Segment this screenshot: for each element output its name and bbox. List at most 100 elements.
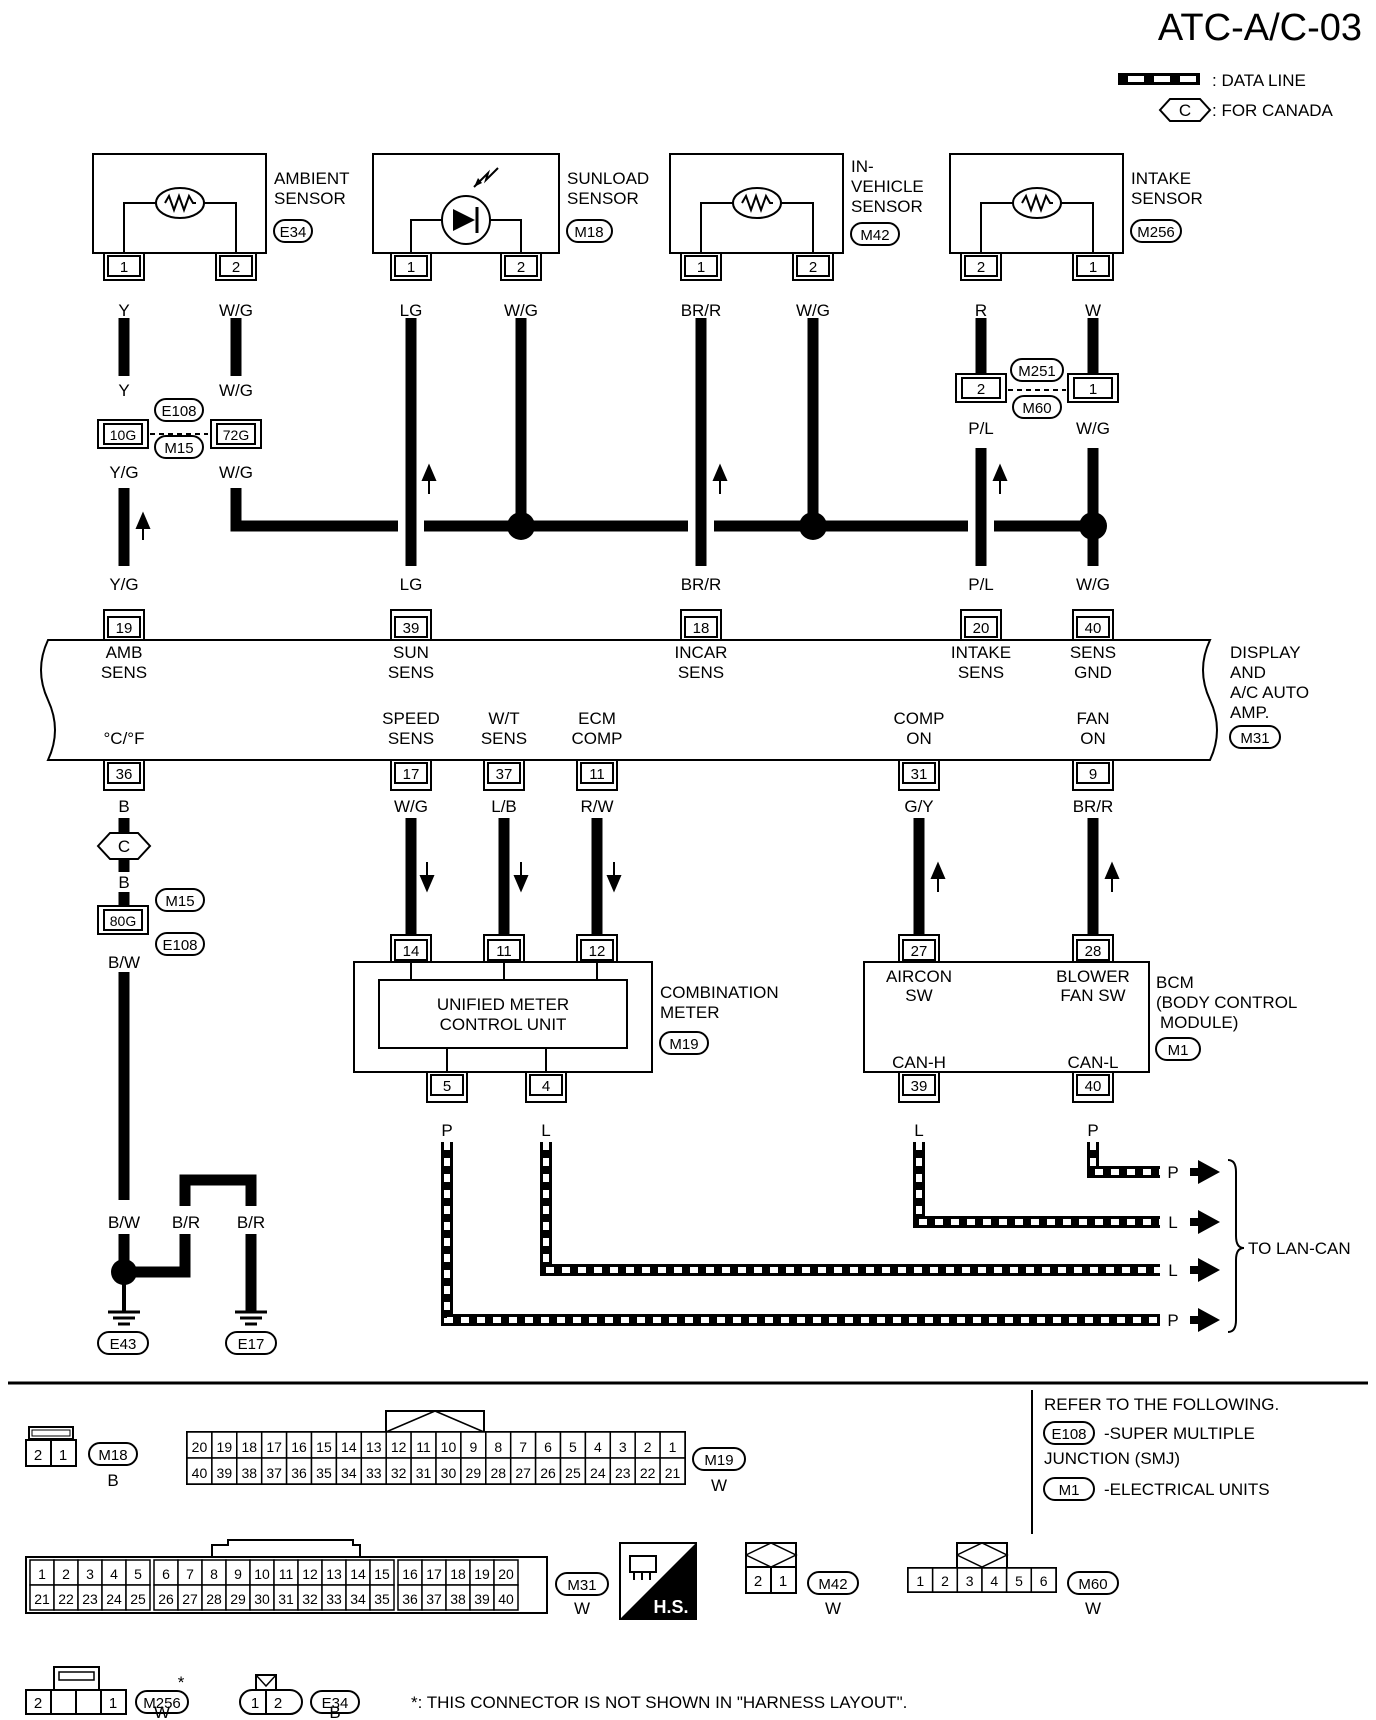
- canada-symbol-text: C: [118, 837, 130, 856]
- connector-cell: [659, 1431, 686, 1459]
- connector-label: M60: [1022, 400, 1051, 417]
- wire-color: R: [975, 301, 987, 320]
- connector-cell: [310, 1457, 338, 1485]
- bcm-pin-function: BLOWER: [1056, 967, 1130, 986]
- connector-color: W: [711, 1476, 727, 1495]
- pin-label: 40: [498, 1591, 514, 1607]
- amp-connector: M31: [1240, 730, 1269, 747]
- connector-cell: [385, 1431, 412, 1459]
- wire-color: R/W: [580, 797, 613, 816]
- pin-label: 1: [1089, 381, 1097, 398]
- pin-label: 37: [496, 766, 513, 783]
- amp-output-wires: [405, 818, 1099, 935]
- canada-symbol: [96, 832, 152, 860]
- pin-label: 2: [34, 1695, 42, 1712]
- connector-cell: [534, 1457, 562, 1485]
- connector-cell: [297, 1584, 323, 1611]
- pin-label: 6: [162, 1566, 170, 1582]
- intake-sensor-name: INTAKE: [1131, 169, 1191, 188]
- connector-color: W: [154, 1703, 170, 1720]
- wire-color: B/R: [172, 1213, 200, 1232]
- wire-color: BR/R: [1073, 797, 1114, 816]
- refer-m1-text: -ELECTRICAL UNITS: [1104, 1480, 1270, 1499]
- pin-label: 22: [640, 1465, 656, 1481]
- pin-label: 20: [192, 1439, 208, 1455]
- refer-title: REFER TO THE FOLLOWING.: [1044, 1395, 1279, 1414]
- pin-label: 36: [291, 1465, 307, 1481]
- connector-cell: [273, 1559, 299, 1586]
- connector-color: B: [107, 1471, 118, 1490]
- meter-inner-label: CONTROL UNIT: [440, 1015, 567, 1034]
- pin-label: 27: [515, 1465, 531, 1481]
- pin-label: 18: [693, 620, 710, 637]
- amp-name-4: AMP.: [1230, 703, 1269, 722]
- connector-color: W: [574, 1599, 590, 1618]
- connector-id: M60: [1078, 1576, 1107, 1593]
- pin-label: 19: [116, 620, 133, 637]
- pin-function: °C/°F: [104, 729, 145, 748]
- pin-label: 39: [911, 1078, 928, 1095]
- pin-label: 34: [341, 1465, 357, 1481]
- pin-label: 13: [326, 1566, 342, 1582]
- pin-label: 11: [279, 1566, 294, 1582]
- connector-color: W: [1085, 1599, 1101, 1618]
- connector-m42: 2 1 M42 W: [745, 1542, 859, 1618]
- meter-inner-label: UNIFIED METER: [437, 995, 569, 1014]
- m251-junction: 2 1 M251 M60 P/L W/G: [955, 358, 1119, 438]
- bcm-pin-function: SW: [905, 986, 932, 1005]
- intake-sensor: INTAKE SENSOR M256: [949, 153, 1203, 254]
- pin-label: 7: [186, 1566, 194, 1582]
- wire-color: BR/R: [681, 575, 722, 594]
- connector-cell: [956, 1567, 983, 1593]
- connector-cell: [53, 1559, 79, 1586]
- wire-color: W/G: [1076, 419, 1110, 438]
- pin-function: SENS: [388, 663, 434, 682]
- pin-label: 25: [130, 1591, 146, 1607]
- connector-cell: [410, 1431, 437, 1459]
- connector-cell: [211, 1431, 238, 1459]
- pin-label: 2: [977, 259, 985, 276]
- amp-label: DISPLAY AND A/C AUTO AMP. M31: [1229, 643, 1309, 749]
- pin-label: 21: [34, 1591, 50, 1607]
- connector-color: W: [825, 1599, 841, 1618]
- connector-label: M15: [165, 893, 194, 910]
- connector-cell: [260, 1457, 288, 1485]
- wire-color: L/B: [491, 797, 517, 816]
- invehicle-sensor-name: IN-: [851, 157, 874, 176]
- connector-cell: [485, 1457, 512, 1485]
- pin-label: 34: [350, 1591, 366, 1607]
- bcm-name: (BODY CONTROL: [1156, 993, 1297, 1012]
- can-data-lines: [441, 1142, 1180, 1326]
- pin-function: ON: [1080, 729, 1106, 748]
- pin-label: 35: [316, 1465, 332, 1481]
- pin-label: 1: [407, 259, 415, 276]
- connector-cell: [321, 1559, 347, 1586]
- wire-color: L: [914, 1121, 923, 1140]
- connector-label: E108: [162, 937, 197, 954]
- pin-label: 38: [450, 1591, 466, 1607]
- connector-cell: [469, 1584, 495, 1611]
- connector-id: M42: [818, 1576, 847, 1593]
- pin-label: 40: [1085, 620, 1102, 637]
- pin-label: 4: [594, 1439, 602, 1455]
- connector-label: M15: [164, 440, 193, 457]
- sensor-pins: [103, 254, 1114, 281]
- pin-label: 40: [192, 1465, 208, 1481]
- connector-cell: [445, 1584, 471, 1611]
- pin-label: 6: [1040, 1573, 1048, 1589]
- bcm-pin-function: FAN SW: [1060, 986, 1125, 1005]
- smj-junction: Y W/G 10G 72G E108 M15 Y/G W/G: [97, 376, 262, 482]
- pin-label: 28: [206, 1591, 222, 1607]
- wire-crossings: [405, 505, 987, 545]
- wire-color: B/W: [108, 1213, 140, 1232]
- pin-label: 1: [38, 1566, 46, 1582]
- connector-cell: [369, 1584, 395, 1611]
- pin-label: 16: [291, 1439, 307, 1455]
- pin-function: INTAKE: [951, 643, 1011, 662]
- canada-legend-label: : FOR CANADA: [1212, 101, 1334, 120]
- pin-label: 39: [403, 620, 420, 637]
- amp-top-pin-text: Y/G 19 AMB SENS LG 39 SUN SENS BR/R 18 I…: [101, 575, 1116, 682]
- wire-color: BR/R: [681, 301, 722, 320]
- pin-label: 17: [403, 766, 420, 783]
